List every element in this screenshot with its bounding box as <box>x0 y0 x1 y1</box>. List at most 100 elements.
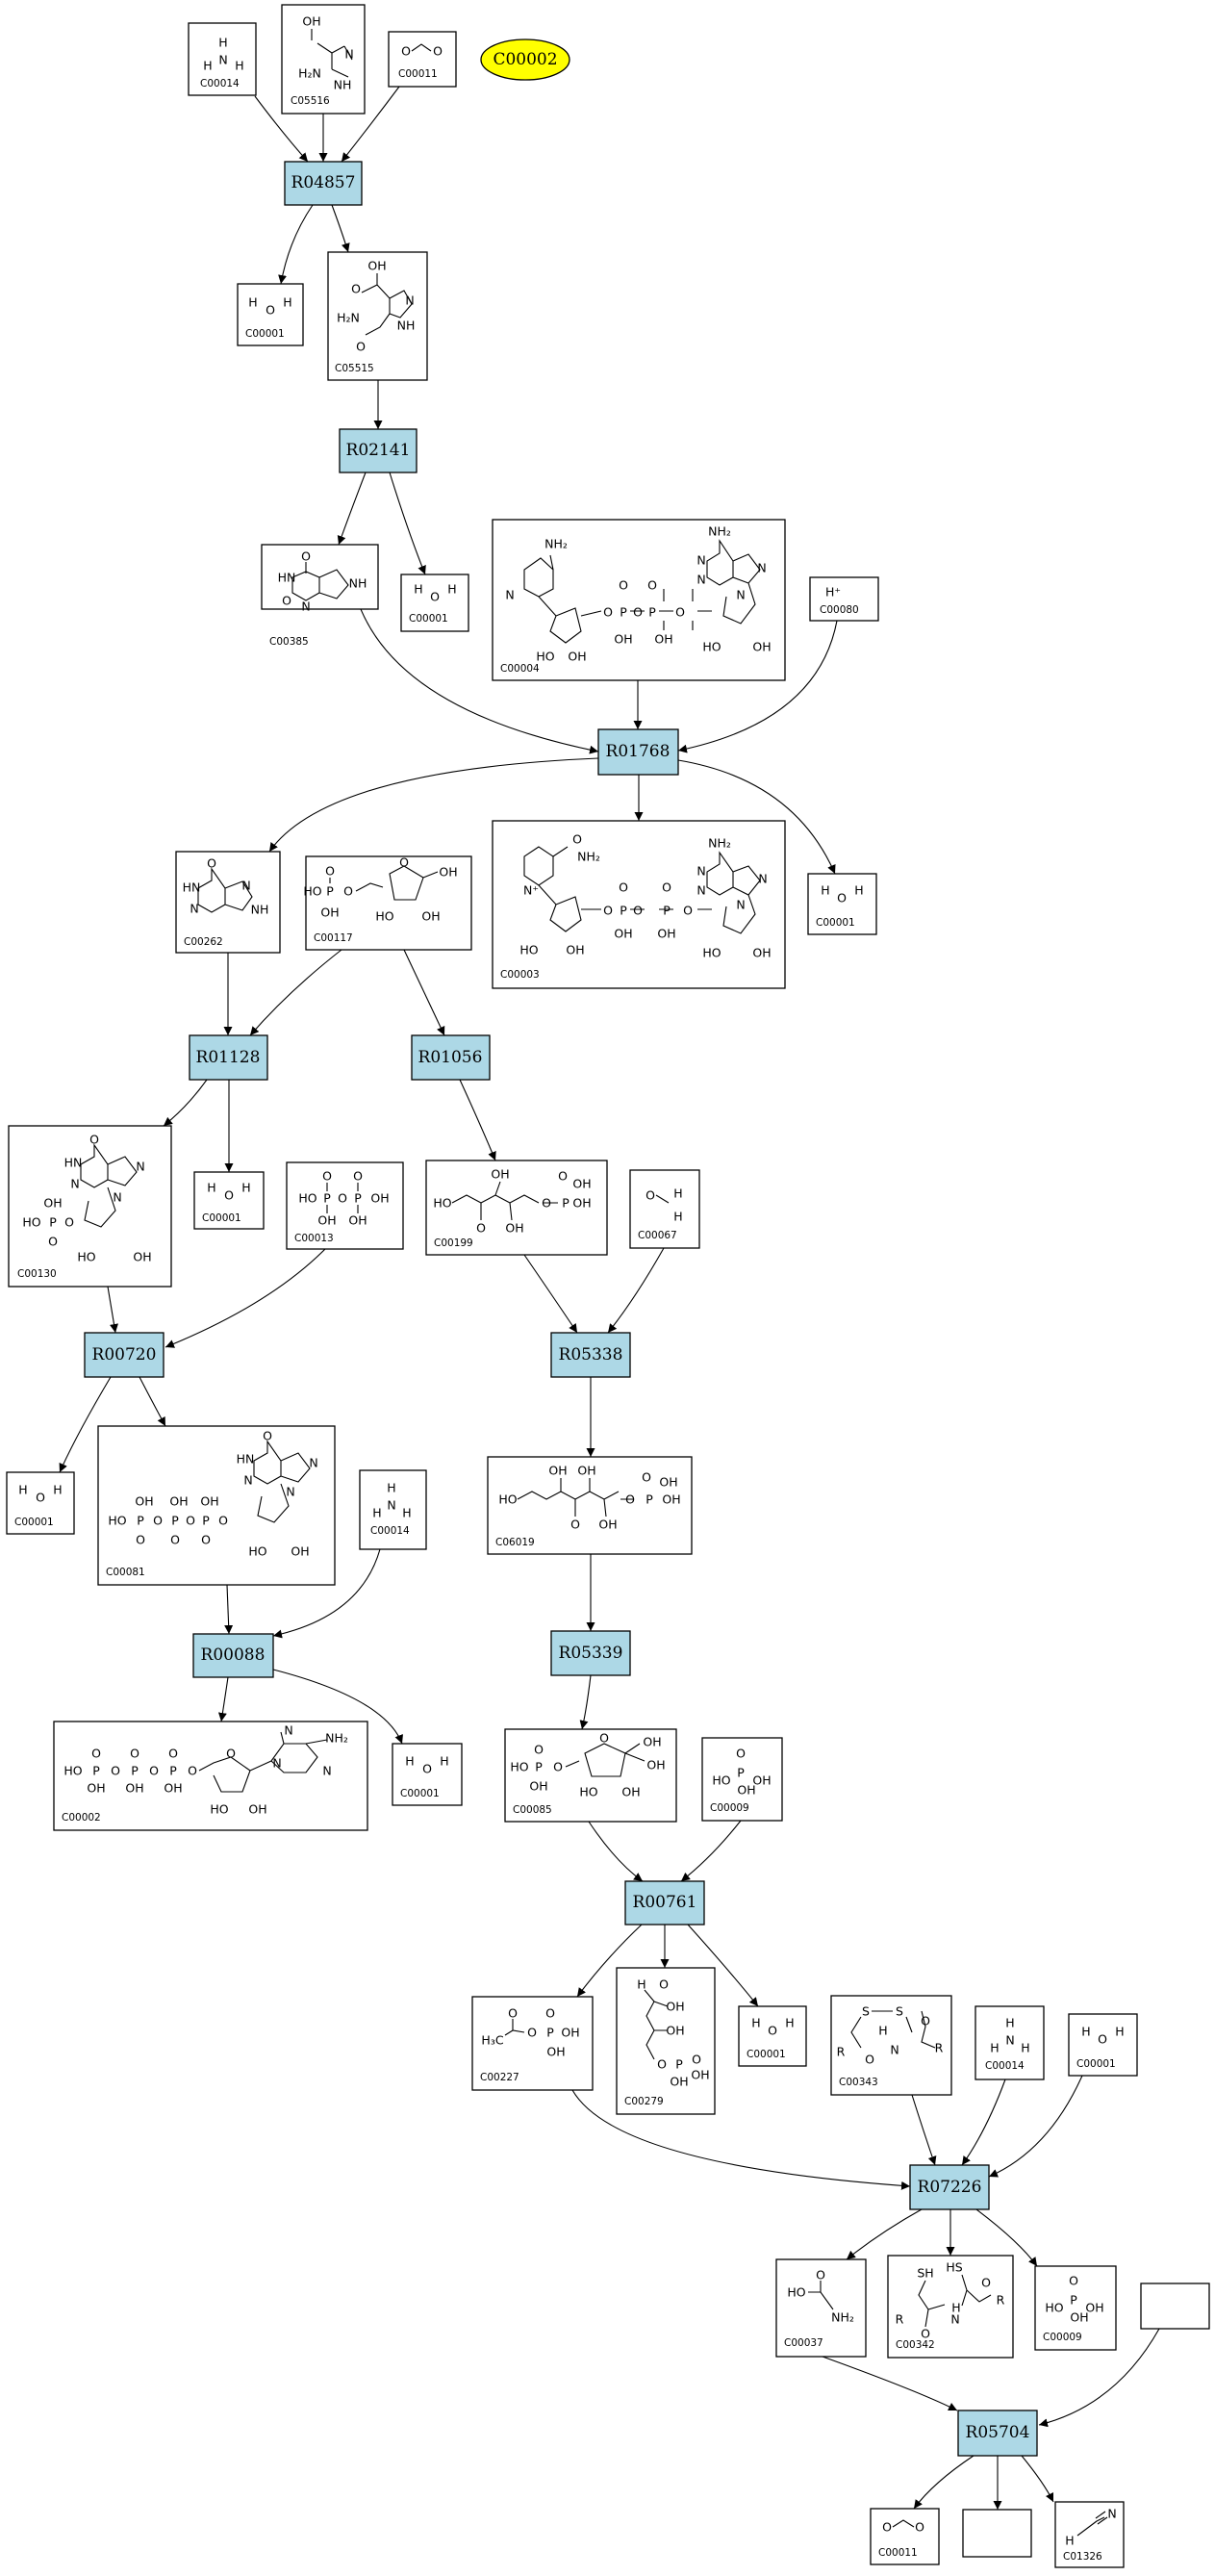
atom-label: O <box>534 1743 544 1757</box>
reaction-r05338[interactable]: R05338 <box>550 1332 631 1378</box>
reaction-r01768[interactable]: R01768 <box>597 728 679 776</box>
edge-empty-r05704 <box>1038 2328 1160 2428</box>
compound-c00117[interactable]: O P HO OH O O OH HO OH C00117 <box>303 855 472 951</box>
compound-c00130[interactable]: O HN N N N OH P HO O O HO OH C00130 <box>8 1125 172 1288</box>
atom-label: OH <box>577 1464 595 1478</box>
compound-c00385[interactable]: O HN NH O N C00385 <box>261 544 379 648</box>
reaction-r02141[interactable]: R02141 <box>339 428 418 473</box>
compound-c00199[interactable]: OH O OH HO O OH O P OH C00199 <box>425 1160 608 1256</box>
reaction-r01056[interactable]: R01056 <box>411 1034 491 1081</box>
reaction-label: R07226 <box>918 2178 982 2197</box>
compound-c00011-bottom[interactable]: O O C00011 <box>870 2508 940 2565</box>
atom-label: P <box>49 1215 57 1230</box>
atom-label: O <box>527 2026 537 2040</box>
compound-c00279[interactable]: H O OH OH O P O OH OH C00279 <box>616 1967 716 2115</box>
reaction-box <box>957 2410 1038 2457</box>
atom-label: SH <box>917 2266 933 2281</box>
edge-c00014c-r07226 <box>961 2079 1006 2166</box>
edge-r00761-c00001g <box>687 1924 759 2007</box>
edge-r00088-c00001f <box>272 1669 403 1745</box>
compound-id: C00067 <box>638 1230 677 1241</box>
atom-label: OH <box>548 1464 567 1478</box>
reaction-r00761[interactable]: R00761 <box>624 1880 705 1926</box>
compound-c01326[interactable]: H N C01326 <box>1054 2501 1125 2568</box>
highlight-node[interactable]: C00002 <box>480 38 570 81</box>
atom-label: O <box>921 2014 930 2028</box>
atom-label: P <box>535 1760 543 1774</box>
compound-id: C00279 <box>624 2096 664 2107</box>
reaction-r07226[interactable]: R07226 <box>909 2164 990 2210</box>
compound-c06019[interactable]: OH OH O OH HO O OH O P OH C06019 <box>487 1456 693 1555</box>
compound-c00262[interactable]: O HN N NH N C00262 <box>175 851 281 954</box>
atom-label: OH <box>125 1781 143 1796</box>
reaction-r01128[interactable]: R01128 <box>189 1034 268 1081</box>
phosphate-chain <box>580 589 712 630</box>
atom-label: O <box>659 1977 669 1992</box>
molecule-bonds <box>291 562 349 601</box>
reaction-r05339[interactable]: R05339 <box>550 1630 631 1676</box>
atom-label: N <box>758 872 767 886</box>
atom-label: OH <box>621 1785 640 1799</box>
compound-id: C00009 <box>710 1802 749 1814</box>
compound-c00009-b[interactable]: O P HO OH OH C00009 <box>1034 2265 1117 2351</box>
compound-c05516[interactable]: OH N NH H₂N C05516 <box>281 4 366 115</box>
compound-c00014-c[interactable]: H N H H C00014 <box>975 2005 1045 2080</box>
compound-c00001-h[interactable]: H O H C00001 <box>1068 2013 1138 2077</box>
edge-r05704-c00011b <box>913 2455 975 2510</box>
atom-label: H <box>1005 2016 1014 2030</box>
atom-label: O <box>915 2520 924 2535</box>
compound-c00081[interactable]: O HN N N N OH OH OH HO P O P O P O O O O… <box>97 1425 336 1586</box>
compound-box <box>504 1728 677 1823</box>
reaction-r00720[interactable]: R00720 <box>84 1332 165 1378</box>
compound-c00014-b[interactable]: H N H H C00014 <box>359 1469 427 1550</box>
atom-label: HO <box>498 1492 517 1507</box>
reaction-r00088[interactable]: R00088 <box>192 1633 274 1678</box>
molecule-bonds <box>655 1194 670 1204</box>
atom-label: N <box>136 1160 144 1174</box>
compound-c00342[interactable]: SH HS H N O R O R C00342 <box>887 2255 1014 2359</box>
edge-r05339-c00085 <box>579 1674 592 1730</box>
compound-box <box>1140 2283 1210 2330</box>
reaction-box <box>339 428 418 473</box>
compound-c00001-b[interactable]: H O H C00001 <box>400 574 469 632</box>
compound-c00001-c[interactable]: H O H C00001 <box>807 873 877 935</box>
compound-empty-right[interactable] <box>1140 2283 1210 2330</box>
edge-r01056-c00199 <box>459 1079 496 1161</box>
compound-c00009-a[interactable]: O P HO OH OH C00009 <box>701 1737 783 1822</box>
compound-empty-bottom[interactable] <box>962 2509 1032 2558</box>
compound-c00001-g[interactable]: H O H C00001 <box>738 2005 807 2067</box>
reaction-r04857[interactable]: R04857 <box>284 161 363 206</box>
compound-c00001-f[interactable]: H O H C00001 <box>392 1743 463 1806</box>
compound-c00011-top[interactable]: O O C00011 <box>388 31 457 88</box>
compound-c00037[interactable]: O HO NH₂ C00037 <box>775 2258 867 2358</box>
compound-c00343[interactable]: S S H N O R O R C00343 <box>830 1995 952 2096</box>
compound-c00085[interactable]: O HO P O OH O OH OH HO OH C00085 <box>504 1728 677 1823</box>
edge-c00343-r07226 <box>911 2094 937 2166</box>
compound-c00080[interactable]: H⁺ C00080 <box>809 576 879 622</box>
compound-c00004[interactable]: NH₂ N O P O P O O O OH OH HO OH NH₂ N N … <box>492 519 786 681</box>
atom-label: R <box>837 2045 846 2059</box>
molecule-bonds <box>517 1478 633 1518</box>
atom-label: O <box>921 2327 930 2341</box>
reaction-r05704[interactable]: R05704 <box>957 2410 1038 2457</box>
atom-label: HO <box>77 1250 95 1264</box>
compound-c00001-a[interactable]: H O H C00001 <box>237 283 304 346</box>
edge-c00385-r01768 <box>360 608 599 754</box>
compound-c00067[interactable]: O H H C00067 <box>629 1169 700 1249</box>
compound-c00002[interactable]: O O O HO P O P O P O OH OH OH O N N N NH… <box>53 1721 368 1831</box>
compound-c00001-d[interactable]: H O H C00001 <box>193 1171 265 1230</box>
atom-label: O <box>558 1169 568 1184</box>
compound-c00013[interactable]: O O HO P O P OH OH OH C00013 <box>286 1161 404 1250</box>
compound-box <box>775 2258 867 2358</box>
compound-box <box>392 1743 463 1806</box>
atom-label: OH <box>291 1544 309 1559</box>
atom-label: R <box>935 2041 944 2055</box>
compound-c00003[interactable]: O NH₂ N⁺ O P O P O O O OH OH HO OH NH₂ N… <box>492 820 786 989</box>
atom-label: O <box>865 2053 874 2067</box>
compound-c00001-e[interactable]: H O H C00001 <box>6 1471 75 1535</box>
compound-box <box>629 1169 700 1249</box>
compound-c05515[interactable]: OH O N NH H₂N O C05515 <box>327 251 428 381</box>
compound-c00227[interactable]: O O H₃C O P OH OH C00227 <box>471 1996 594 2091</box>
atom-label: OH <box>752 640 771 654</box>
compound-c00014-top[interactable]: H N H H C00014 <box>188 22 257 96</box>
